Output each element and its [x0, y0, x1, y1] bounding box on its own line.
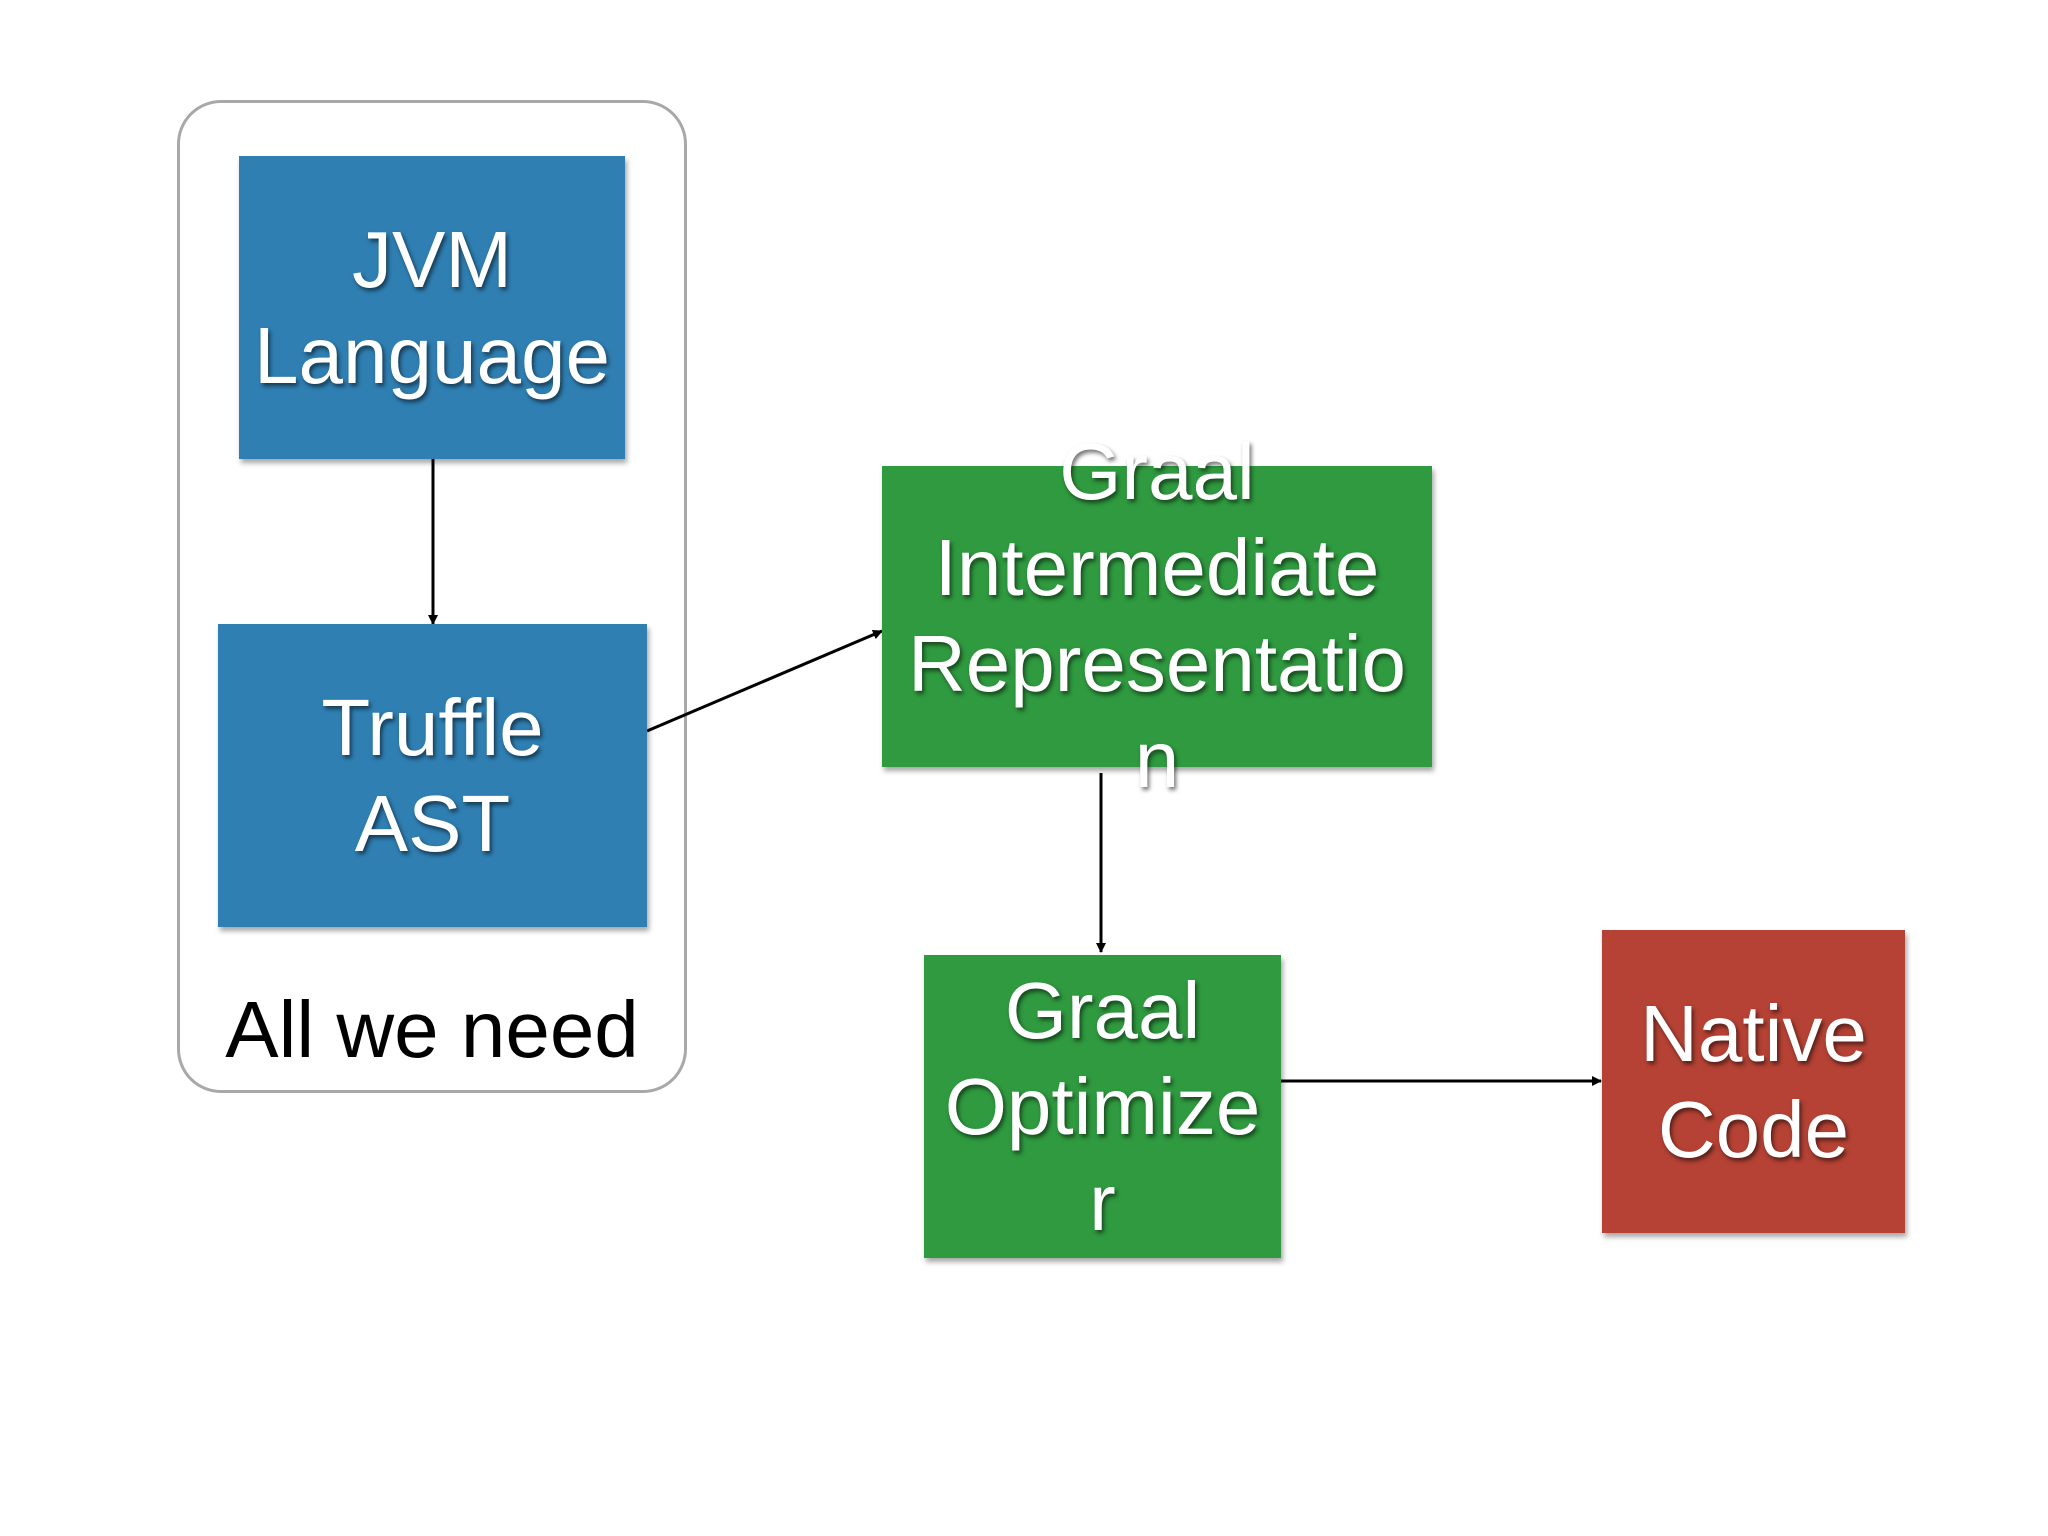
node-truffle-line1: Truffle — [321, 682, 544, 772]
node-graal-optimizer: Graal Optimize r — [924, 955, 1281, 1258]
node-native-code: Native Code — [1602, 930, 1905, 1233]
node-truffle-ast: Truffle AST — [218, 624, 647, 927]
node-ir-line2: Intermediate — [934, 523, 1380, 612]
node-ir-line4: n — [1134, 715, 1180, 804]
group-frame — [177, 100, 687, 1093]
node-native-line2: Code — [1657, 1084, 1850, 1174]
node-native-line1: Native — [1640, 988, 1867, 1078]
node-jvm-language: JVM Language — [239, 156, 625, 459]
node-ir-line1: Graal — [1059, 427, 1255, 516]
node-ir-line3: Representatio — [907, 619, 1407, 708]
node-truffle-line2: AST — [354, 778, 511, 868]
node-opt-line1: Graal — [1004, 965, 1201, 1055]
node-opt-line3: r — [1089, 1157, 1116, 1247]
node-opt-line2: Optimize — [944, 1061, 1261, 1151]
node-graal-ir: Graal Intermediate Representatio n — [882, 427, 1432, 804]
node-jvm-line1: JVM — [352, 214, 512, 304]
group-label: All we need — [225, 985, 639, 1074]
node-jvm-line2: Language — [254, 310, 610, 400]
